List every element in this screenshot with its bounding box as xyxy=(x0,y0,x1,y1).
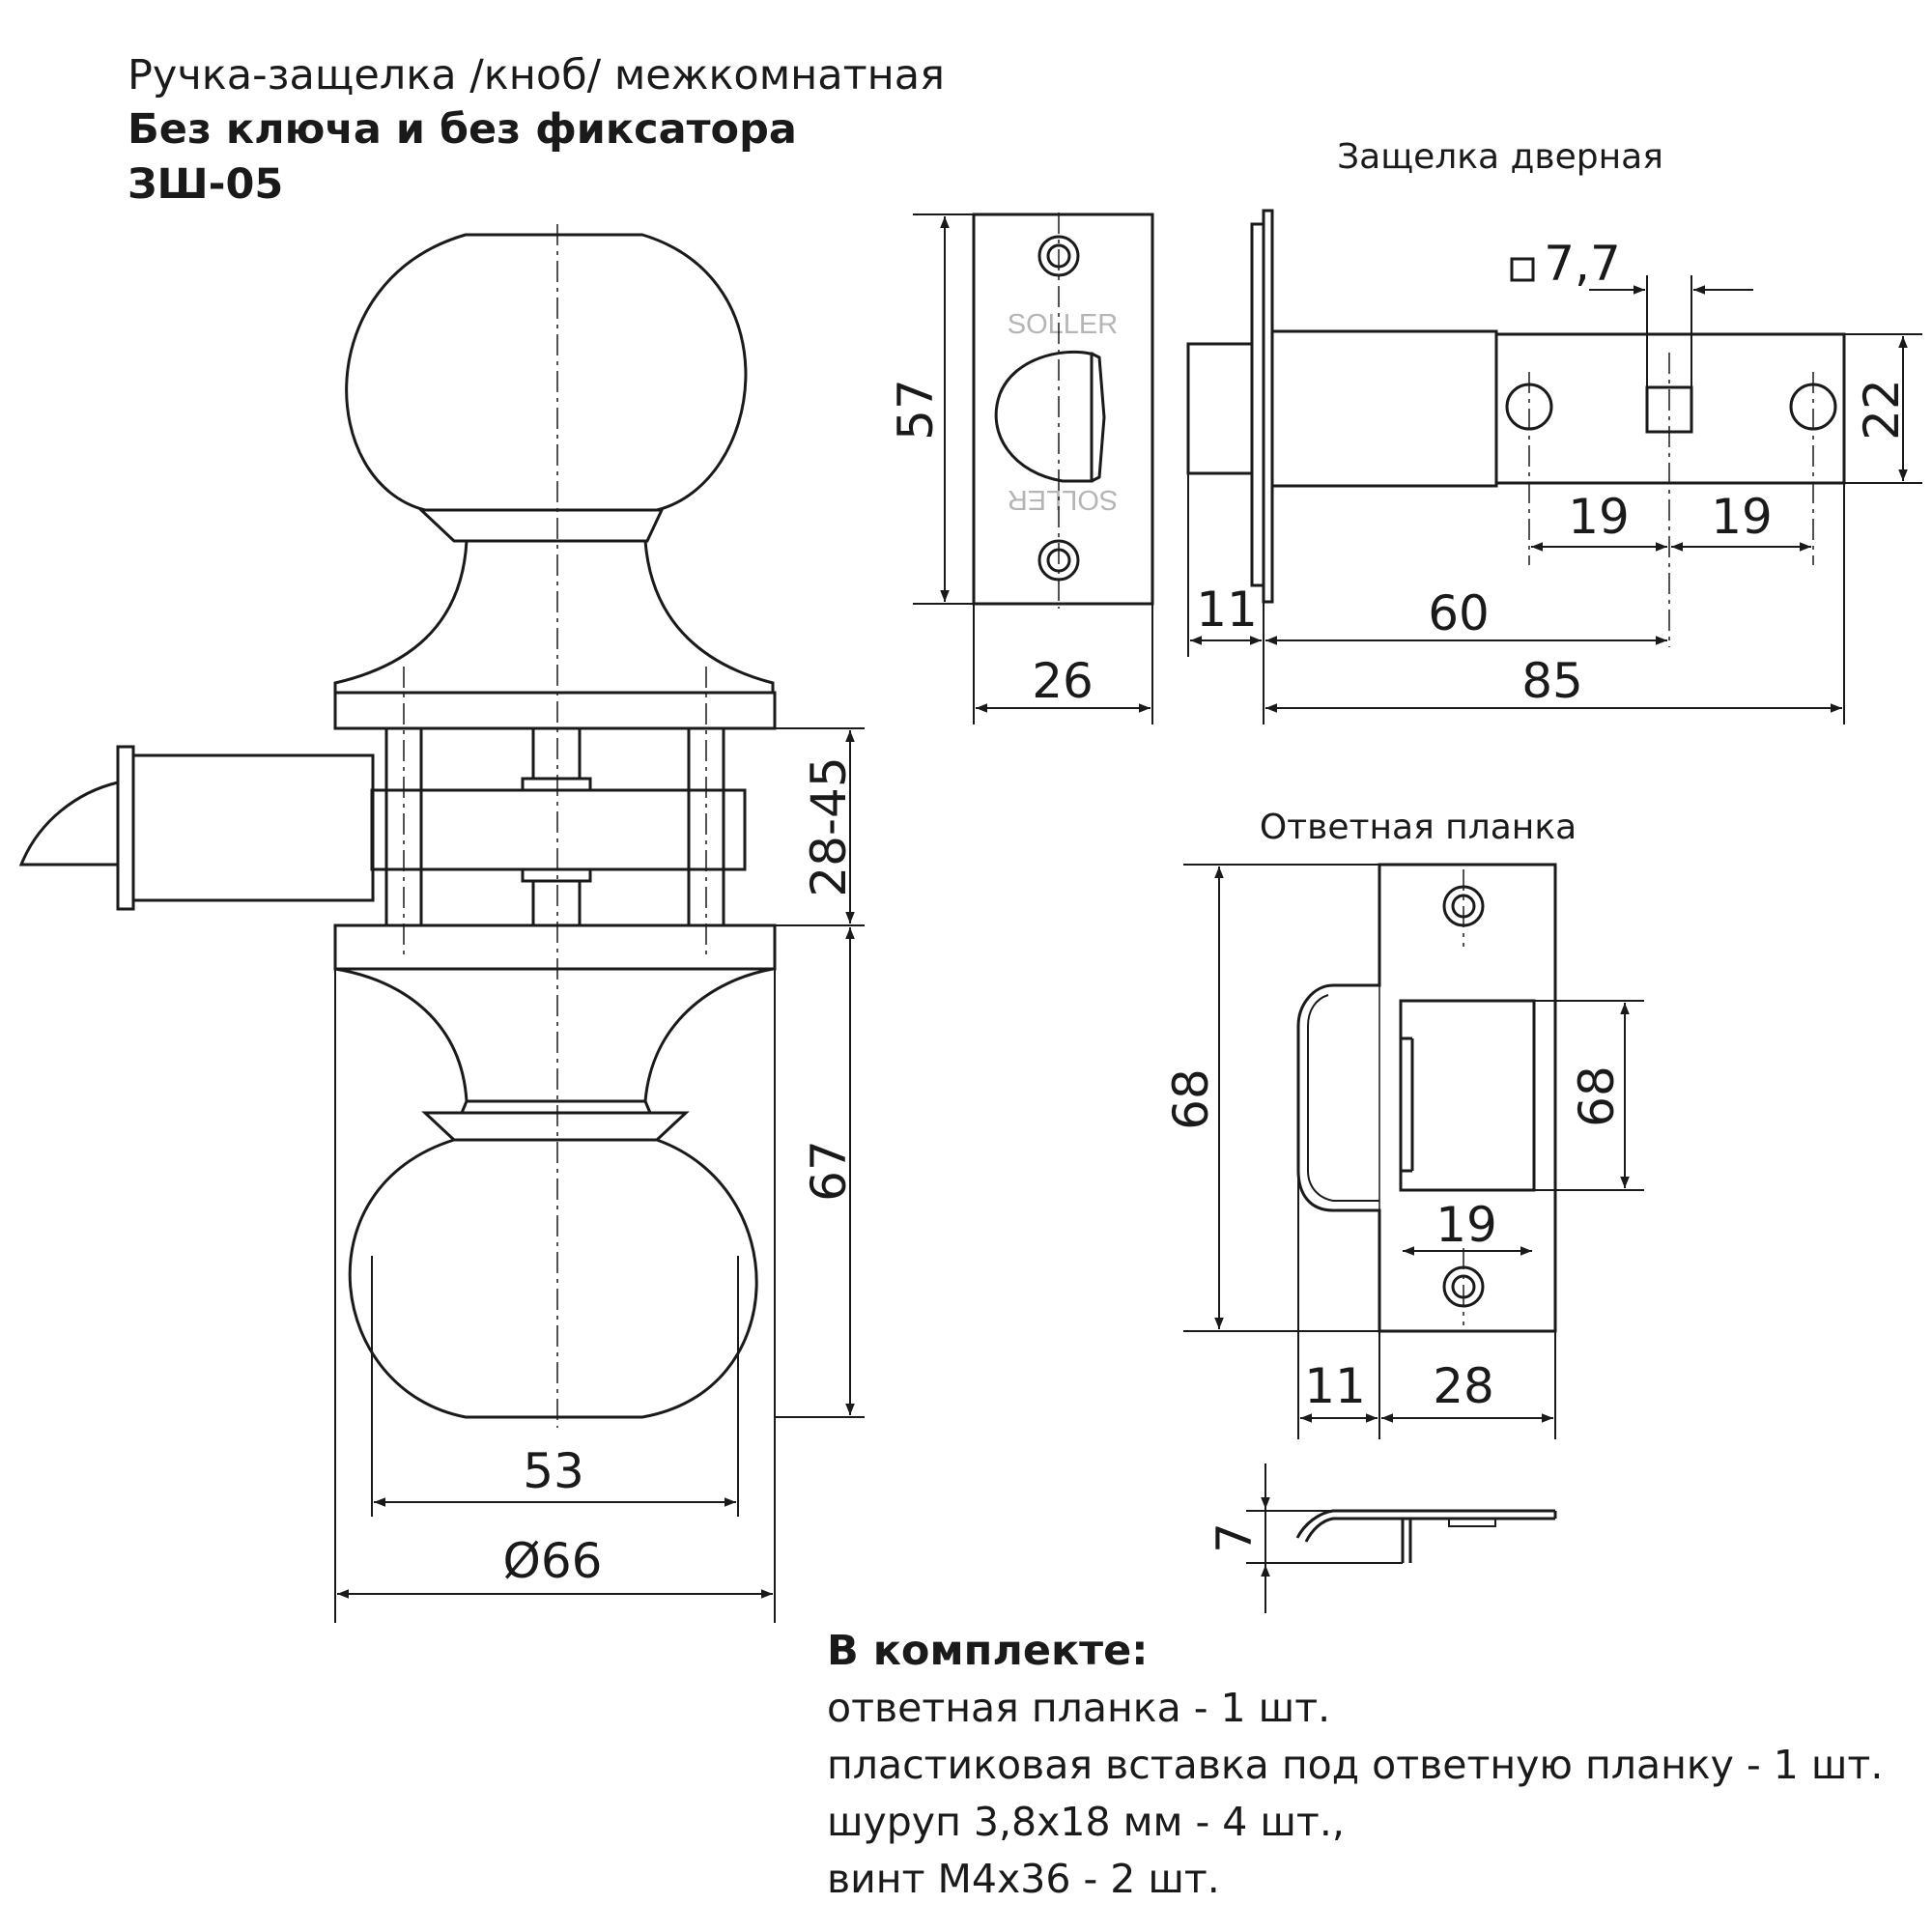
dim-bolt: 11 xyxy=(1196,582,1258,638)
dim-latch-height: 22 xyxy=(1854,379,1910,440)
bottom-knob-neck xyxy=(334,967,774,1103)
product-subtitle: Без ключа и без фиксатора xyxy=(128,105,797,154)
strike-plate xyxy=(1296,863,1557,1333)
latch-bolt xyxy=(18,781,119,867)
dim-strike-width: 28 xyxy=(1433,1358,1494,1414)
dim-opening-height: 68 xyxy=(1569,1065,1625,1127)
dim-opening-width: 19 xyxy=(1435,1197,1497,1253)
kit-item: винт М4x36 - 2 шт. xyxy=(827,1856,1220,1902)
brand-logo: SOLLER xyxy=(1008,309,1118,340)
bottom-rose xyxy=(333,923,777,971)
dim-knob-height: 67 xyxy=(801,1140,857,1202)
product-title: Ручка-защелка /кноб/ межкомнатная xyxy=(128,51,946,99)
kit-contents: В комплекте: ответная планка - 1 шт. пла… xyxy=(827,1623,1883,1908)
dim-square: 7,7 xyxy=(1544,236,1621,292)
dim-hole-a: 19 xyxy=(1568,489,1630,545)
knob-drawing xyxy=(18,233,777,1419)
dim-latch-length: 85 xyxy=(1521,653,1583,709)
dim-knob-width: 53 xyxy=(523,1443,584,1499)
product-code: ЗШ-05 xyxy=(128,160,284,209)
title-block: Ручка-защелка /кноб/ межкомнатная Без кл… xyxy=(128,48,945,213)
latch-faceplate xyxy=(972,213,1154,606)
kit-item: шуруп 3,8x18 мм - 4 шт., xyxy=(827,1799,1345,1845)
latch-label: Защелка дверная xyxy=(1337,137,1663,177)
dim-face-width: 26 xyxy=(1032,653,1094,709)
dim-face-height: 57 xyxy=(888,379,944,440)
dim-lip: 11 xyxy=(1304,1358,1366,1414)
strike-label: Ответная планка xyxy=(1260,808,1577,847)
square-symbol xyxy=(1510,257,1535,282)
top-knob-ball xyxy=(345,233,748,512)
dim-strike-height: 68 xyxy=(1163,1068,1219,1130)
strike-profile xyxy=(1295,1509,1557,1563)
dim-door-thickness: 28-45 xyxy=(801,756,857,896)
bottom-knob-ball xyxy=(348,1138,758,1419)
top-rose xyxy=(333,691,777,730)
dim-thickness: 7 xyxy=(1207,1522,1263,1553)
dim-rose-diameter: Ø66 xyxy=(503,1533,603,1589)
top-knob-neck xyxy=(333,540,775,695)
kit-item: ответная планка - 1 шт. xyxy=(827,1685,1331,1731)
dim-hole-b: 19 xyxy=(1711,489,1773,545)
kit-item: пластиковая вставка под ответную планку … xyxy=(827,1742,1884,1788)
dim-backset: 60 xyxy=(1428,585,1490,641)
kit-heading: В комплекте: xyxy=(827,1627,1149,1675)
brand-logo-inverted: SOLLER xyxy=(1008,484,1118,515)
